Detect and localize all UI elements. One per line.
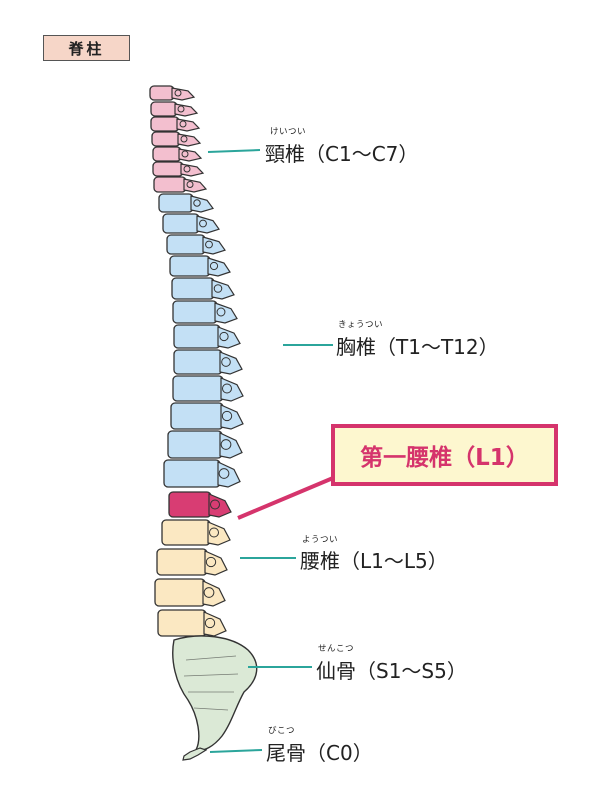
- cervical-vertebra-c3: [150, 116, 180, 132]
- thoracic-vertebra-t2-facet: [199, 219, 207, 228]
- thoracic-vertebra-t2: [162, 213, 200, 234]
- cervical-vertebra-c4: [151, 131, 181, 147]
- lumbar-vertebra-l2-facet: [209, 527, 219, 538]
- thoracic-ruby: きょうつい: [338, 320, 384, 330]
- thoracic-vertebra-t6-facet: [216, 307, 226, 317]
- thoracic-vertebra-t6: [172, 300, 218, 324]
- sacrum-ridge-2: [183, 673, 239, 677]
- lumbar-vertebra-l5: [157, 609, 207, 637]
- thoracic-label: 胸椎（T1〜T12）: [336, 335, 499, 359]
- cervical-leader: [207, 149, 261, 153]
- sacrum-ridge-1: [185, 655, 237, 661]
- thoracic-vertebra-t7-facet: [219, 331, 229, 342]
- sacrum-bone: [172, 635, 258, 752]
- l1-callout: 第一腰椎（L1）: [331, 424, 558, 486]
- lumbar-ruby: ようつい: [302, 535, 339, 545]
- thoracic-vertebra-t10-facet: [221, 410, 233, 422]
- thoracic-vertebra-t11-facet: [220, 439, 232, 450]
- thoracic-vertebra-t1-facet: [193, 199, 201, 207]
- lumbar-vertebra-l5-facet: [204, 617, 216, 629]
- thoracic-vertebra-t5-facet: [213, 284, 223, 293]
- cervical-vertebra-c5: [152, 146, 182, 162]
- cervical-vertebra-c3-facet: [179, 120, 187, 128]
- l1-callout-connector: [237, 476, 334, 520]
- cervical-ruby: けいつい: [270, 127, 307, 137]
- thoracic-vertebra-t12: [163, 459, 221, 488]
- l1-callout-text: 第一腰椎（L1）: [360, 445, 529, 471]
- thoracic-vertebra-t7: [173, 324, 221, 349]
- cervical-vertebra-c6-facet: [183, 165, 191, 173]
- diagram-title-text: 脊柱: [68, 39, 105, 58]
- lumbar-vertebra-l3: [156, 548, 208, 576]
- cervical-vertebra-c1-facet: [174, 89, 182, 97]
- coccyx-leader: [209, 749, 263, 753]
- diagram-title: 脊柱: [43, 35, 130, 61]
- lumbar-vertebra-l4-facet: [203, 587, 215, 598]
- lumbar-vertebra-l1: [168, 491, 212, 518]
- thoracic-vertebra-t9: [172, 375, 224, 402]
- thoracic-vertebra-t3: [166, 234, 206, 255]
- coccyx-bone: [182, 747, 208, 761]
- thoracic-vertebra-t10: [170, 402, 224, 430]
- coccyx-ruby: びこつ: [268, 726, 296, 736]
- leader-lines: [207, 149, 334, 753]
- sacrum-ruby: せんこつ: [318, 644, 355, 654]
- lumbar-vertebra-l3-facet: [205, 556, 217, 568]
- lumbar-label: 腰椎（L1〜L5）: [300, 549, 448, 573]
- vertebrae-group: [149, 85, 258, 761]
- sacrum-label: 仙骨（S1〜S5）: [316, 659, 467, 683]
- thoracic-vertebra-t3-facet: [205, 240, 213, 249]
- thoracic-vertebra-t1: [158, 193, 194, 213]
- cervical-vertebra-c5-facet: [181, 150, 189, 158]
- lumbar-vertebra-l4: [154, 578, 206, 607]
- cervical-vertebra-c2: [150, 101, 178, 117]
- thoracic-vertebra-t4: [169, 255, 211, 277]
- sacrum-ridge-4: [193, 707, 229, 711]
- thoracic-vertebra-t5: [171, 277, 215, 300]
- cervical-vertebra-c1: [149, 85, 175, 101]
- thoracic-vertebra-t9-facet: [222, 383, 232, 394]
- coccyx-label: 尾骨（C0）: [266, 741, 373, 765]
- thoracic-vertebra-t11: [167, 430, 223, 459]
- thoracic-vertebra-t8: [173, 349, 223, 375]
- thoracic-vertebra-t12-facet: [218, 468, 230, 479]
- cervical-vertebra-c6: [152, 161, 184, 177]
- cervical-label: 頸椎（C1〜C7）: [265, 142, 419, 166]
- thoracic-vertebra-t4-facet: [209, 261, 219, 271]
- cervical-vertebra-c7: [153, 176, 187, 193]
- cervical-vertebra-c4-facet: [180, 135, 188, 143]
- lumbar-vertebra-l2: [161, 519, 211, 546]
- thoracic-vertebra-t8-facet: [221, 357, 231, 367]
- cervical-vertebra-c7-facet: [186, 181, 194, 188]
- lumbar-vertebra-l1-facet: [210, 499, 220, 510]
- cervical-vertebra-c2-facet: [177, 105, 185, 113]
